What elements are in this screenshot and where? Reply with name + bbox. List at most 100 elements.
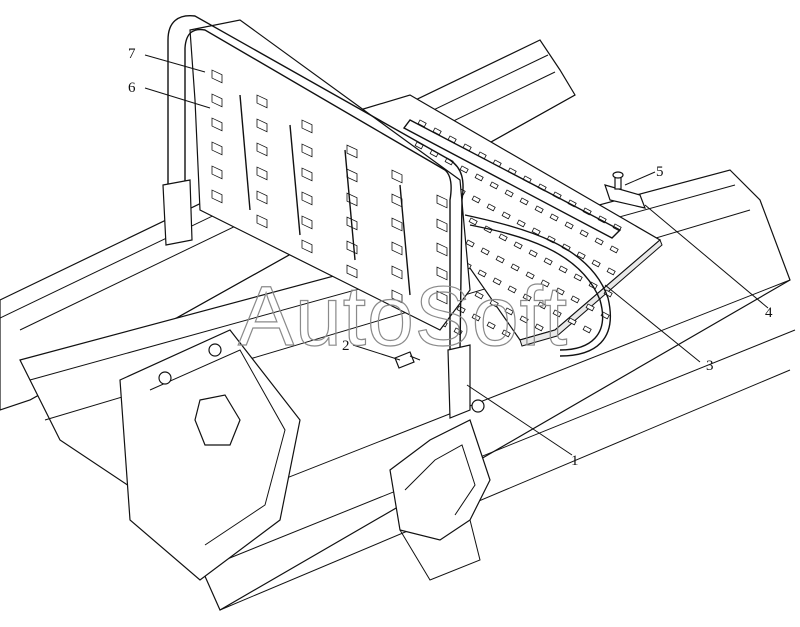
- platform-hole: [471, 195, 481, 204]
- platform-hole: [498, 233, 508, 242]
- platform-hole: [549, 213, 559, 222]
- platform-hole: [480, 247, 490, 256]
- platform-hole: [609, 245, 619, 254]
- watermark: AutoSoft: [238, 269, 568, 363]
- panel-slot: [391, 169, 403, 184]
- mount-nut: [471, 399, 485, 413]
- panel-slot: [256, 118, 268, 133]
- panel-slot: [346, 264, 358, 279]
- platform-hole: [495, 255, 505, 264]
- platform-hole: [570, 295, 580, 304]
- platform-hole: [513, 241, 523, 250]
- callout-1: 1: [571, 453, 579, 469]
- platform-hole: [504, 307, 514, 316]
- platform-hole: [486, 203, 496, 212]
- panel-slot: [301, 215, 313, 230]
- bolt-2: [394, 351, 421, 369]
- panel-slot: [436, 242, 448, 257]
- platform-hole: [516, 219, 526, 228]
- platform-hole: [501, 329, 511, 338]
- panel-slot: [301, 119, 313, 134]
- crossmember-hole: [194, 394, 241, 446]
- platform-hole: [471, 313, 481, 322]
- platform-hole: [534, 205, 544, 214]
- platform-hole: [558, 265, 568, 274]
- platform-hole: [555, 287, 565, 296]
- panel-slot: [301, 143, 313, 158]
- platform-hole: [507, 285, 517, 294]
- platform-hole: [510, 263, 520, 272]
- panel-slot: [211, 69, 223, 84]
- platform-hole: [540, 279, 550, 288]
- platform-hole: [468, 217, 478, 226]
- platform-hole: [573, 273, 583, 282]
- panel-slot: [256, 142, 268, 157]
- cross-member: [119, 329, 301, 581]
- lower-bracket: [389, 419, 491, 581]
- callout-5: 5: [656, 164, 664, 180]
- platform-hole: [579, 229, 589, 238]
- panel-slot: [436, 194, 448, 209]
- platform-hole: [492, 277, 502, 286]
- platform-hole: [576, 251, 586, 260]
- platform-hole: [543, 257, 553, 266]
- platform-hole: [606, 267, 616, 276]
- panel-slot: [256, 214, 268, 229]
- platform-hole: [477, 269, 487, 278]
- platform-hole: [501, 211, 511, 220]
- back-panel: [189, 19, 471, 331]
- platform-hole: [519, 197, 529, 206]
- platform-hole: [528, 249, 538, 258]
- panel-slot: [391, 265, 403, 280]
- platform-hole: [537, 301, 547, 310]
- platform-hole: [591, 259, 601, 268]
- tubular-handrail: [162, 15, 485, 419]
- platform-hole: [567, 317, 577, 326]
- clip-4: [604, 184, 646, 209]
- panel-slot: [391, 217, 403, 232]
- callout-2: 2: [342, 338, 350, 354]
- panel-slot: [256, 190, 268, 205]
- platform-hole: [519, 315, 529, 324]
- callout-7: 7: [128, 46, 136, 62]
- platform-hole: [522, 293, 532, 302]
- panel-slot: [211, 189, 223, 204]
- platform-hole: [525, 271, 535, 280]
- platform-hole: [486, 321, 496, 330]
- platform-hole: [531, 227, 541, 236]
- platform-hole: [474, 173, 484, 182]
- leader-lines: [144, 54, 769, 456]
- panel-slot: [211, 93, 223, 108]
- panel-slot: [256, 94, 268, 109]
- platform-hole: [489, 299, 499, 308]
- panel-slot: [391, 289, 403, 304]
- platform-hole: [552, 309, 562, 318]
- panel-slot: [256, 166, 268, 181]
- panel-slot: [211, 165, 223, 180]
- platform-hole: [459, 165, 469, 174]
- platform-hole: [489, 181, 499, 190]
- panel-slot: [391, 241, 403, 256]
- panel-slot: [436, 266, 448, 281]
- panel-slots: [211, 69, 448, 305]
- panel-slot: [301, 191, 313, 206]
- panel-slot: [301, 167, 313, 182]
- panel-slot: [211, 117, 223, 132]
- platform-hole: [582, 325, 592, 334]
- panel-slot: [346, 144, 358, 159]
- platform-hole: [465, 239, 475, 248]
- callout-4: 4: [765, 305, 773, 321]
- callout-6: 6: [128, 80, 136, 96]
- platform-hole: [474, 291, 484, 300]
- platform-hole: [585, 303, 595, 312]
- bolt-5: [612, 171, 624, 190]
- platform-hole: [594, 237, 604, 246]
- panel-slot: [436, 290, 448, 305]
- platform-hole: [564, 221, 574, 230]
- panel-slot: [301, 239, 313, 254]
- panel-slot: [436, 218, 448, 233]
- panel-slot: [211, 141, 223, 156]
- platform-hole: [534, 323, 544, 332]
